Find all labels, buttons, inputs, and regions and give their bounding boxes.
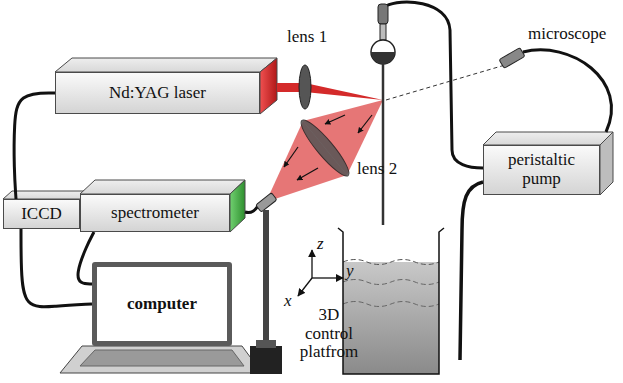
liquid-jet — [371, 40, 395, 64]
axes — [311, 250, 312, 278]
microscope-icon — [386, 48, 611, 132]
fiber-probe — [245, 206, 258, 213]
laser-housing — [260, 58, 277, 114]
spectrometer-box: spectrometer — [80, 194, 230, 232]
liquid-jet — [371, 52, 395, 64]
pump-housing — [600, 132, 613, 195]
computer-screen: computer — [92, 262, 232, 346]
laser-box: Nd:YAG laser — [55, 72, 260, 114]
emission-light — [266, 100, 383, 202]
microscope-icon — [499, 48, 525, 69]
light-arrows — [358, 115, 372, 133]
cable — [14, 93, 55, 199]
cable — [21, 229, 92, 307]
lens — [296, 115, 355, 180]
liquid-jet — [382, 64, 385, 225]
light-arrows — [325, 115, 345, 124]
lens — [299, 65, 311, 109]
pump-box: peristaltic pump — [483, 145, 600, 195]
axis-label: x — [284, 292, 292, 311]
light-arrows — [284, 147, 298, 167]
beaker — [460, 182, 483, 360]
spectrometer-housing — [80, 180, 245, 194]
iccd-box: ICCD — [3, 199, 80, 229]
pump-housing — [483, 132, 613, 145]
liquid-jet — [371, 2, 483, 225]
node-label: Nd:YAG laser — [109, 84, 206, 103]
microscope-icon — [523, 50, 611, 132]
fiber-probe — [263, 210, 269, 348]
spectrometer-housing — [230, 180, 245, 232]
beaker — [343, 260, 439, 265]
fiber-probe — [250, 346, 282, 374]
liquid-jet — [386, 2, 483, 168]
part-label: microscope — [528, 25, 606, 44]
liquid-jet — [378, 4, 388, 24]
part-label: 3D control platfrom — [296, 306, 362, 362]
axis-label: z — [317, 235, 324, 254]
fiber-probe — [256, 340, 276, 348]
fiber-probe — [245, 193, 282, 374]
spectrometer-housing — [80, 180, 245, 232]
axes — [298, 250, 343, 296]
lens-label: lens 1 — [287, 28, 327, 47]
node-label: peristaltic pump — [497, 151, 587, 188]
laser-housing — [55, 58, 277, 72]
pump-housing — [483, 132, 613, 195]
laser-housing — [55, 58, 277, 114]
axis-label: y — [346, 262, 354, 281]
node-label: computer — [127, 295, 197, 314]
laptop-base — [80, 350, 244, 366]
node-label: ICCD — [21, 205, 62, 224]
laser-beam — [277, 83, 383, 100]
beaker — [338, 182, 483, 374]
liquid-jet — [380, 24, 386, 40]
axes — [298, 278, 312, 296]
light-arrows — [297, 168, 318, 180]
beaker — [343, 302, 439, 307]
lens-label: lens 2 — [357, 160, 397, 179]
microscope-icon — [386, 65, 505, 100]
axes — [312, 277, 343, 278]
fiber-probe — [256, 193, 277, 212]
beaker — [343, 280, 439, 285]
laptop-base — [60, 346, 262, 373]
node-label: spectrometer — [111, 204, 199, 223]
laptop-base — [60, 346, 262, 373]
laser-beam — [305, 83, 383, 100]
lens — [296, 65, 355, 181]
